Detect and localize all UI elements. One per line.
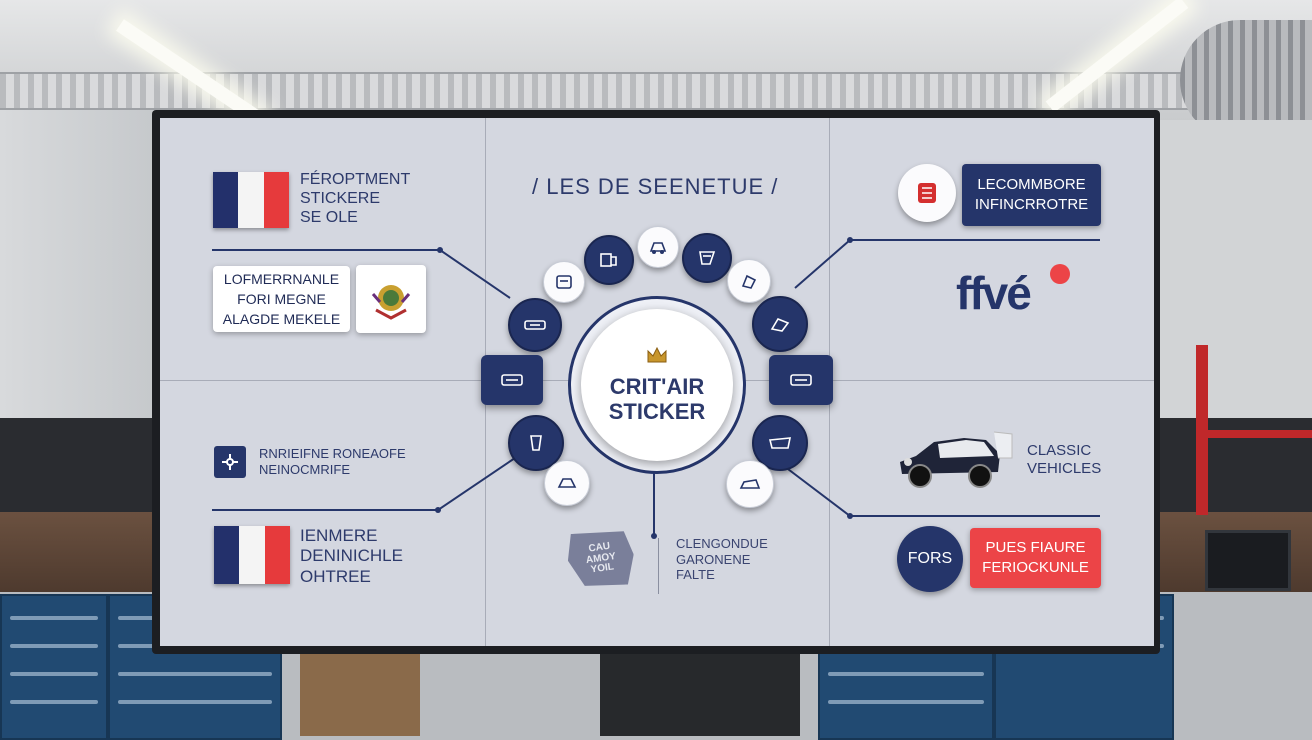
- sticker-square-left[interactable]: [481, 355, 543, 405]
- sticker-node[interactable]: [584, 235, 634, 285]
- bottom-left-text: IENMERE DENINICHLE OHTREE: [300, 526, 403, 586]
- cardboard-box: [300, 650, 420, 736]
- connector-lines: [212, 237, 1100, 539]
- car-icon: [524, 320, 546, 330]
- french-flag: [213, 172, 289, 228]
- car-icon: [557, 478, 577, 488]
- screen-stand: [600, 648, 800, 736]
- sticker-node[interactable]: [508, 415, 564, 471]
- red-shelf: [1206, 430, 1312, 438]
- sticker-square-right[interactable]: [769, 355, 833, 405]
- sticker-node[interactable]: [727, 259, 771, 303]
- center-hub[interactable]: CRIT'AIR STICKER: [568, 296, 746, 474]
- display-screen: FÉROPTMENT STICKERE SE OLE LOFMERRNANLE …: [160, 118, 1154, 646]
- center-title-line1: CRIT'AIR: [609, 373, 705, 399]
- ffve-logo: ffvé: [956, 267, 1032, 319]
- mid-left-text: RNRIEIFNE RONEAOFE NEINOCMRIFE: [259, 446, 406, 477]
- sticker-icon: [556, 275, 572, 289]
- badge-node: [898, 164, 956, 222]
- emblem-icon: [371, 285, 411, 320]
- sticker-icon: [699, 251, 716, 265]
- french-flag: [214, 526, 290, 584]
- classic-car-icon: [900, 431, 1013, 488]
- car-icon: [741, 274, 757, 289]
- tool-cabinet: [0, 594, 108, 740]
- info-button[interactable]: LECOMMBORE INFINCRROTRE: [962, 164, 1101, 226]
- sticker-node[interactable]: [682, 233, 732, 283]
- fors-button[interactable]: FORS: [897, 526, 963, 592]
- bottom-center-text: CLENGONDUE GARONENE FALTE: [676, 536, 768, 583]
- diagram-title: / LES DE SEENETUE /: [532, 174, 779, 199]
- sticker-node[interactable]: [637, 226, 679, 268]
- car-icon: [649, 242, 667, 254]
- red-rack: [1196, 345, 1208, 515]
- car-icon: [790, 374, 812, 386]
- sticker-node[interactable]: [544, 460, 590, 506]
- emblem-card[interactable]: [356, 265, 426, 333]
- sticker-node[interactable]: [726, 460, 774, 508]
- emblem-icon: [918, 183, 936, 203]
- car-icon: [600, 253, 617, 267]
- center-title-line2: STICKER: [608, 399, 706, 424]
- car-icon: [768, 437, 791, 449]
- sticker-node[interactable]: [543, 261, 585, 303]
- info-button-red[interactable]: PUES FIAURE FERIOCKUNLE: [970, 528, 1101, 588]
- car-icon: [739, 479, 761, 489]
- sticker-node[interactable]: [752, 415, 808, 471]
- sticker-node[interactable]: [752, 296, 808, 352]
- workshop-monitor: [1205, 530, 1291, 591]
- sticker-icon: [530, 435, 542, 451]
- crown-icon: [647, 346, 667, 363]
- top-left-text: FÉROPTMENT STICKERE SE OLE: [300, 171, 411, 227]
- car-icon: [770, 318, 790, 332]
- sticker-node[interactable]: [508, 298, 562, 352]
- logo-dot: [1050, 264, 1070, 284]
- info-card[interactable]: LOFMERRNANLE FORI MEGNE ALAGDE MEKELE: [213, 266, 350, 332]
- wall: [1158, 120, 1312, 420]
- classic-vehicles-label: CLASSIC VEHICLES: [1027, 442, 1102, 477]
- wall: [0, 110, 160, 420]
- car-icon: [501, 374, 523, 386]
- compass-icon: [214, 446, 246, 478]
- ventilation-duct: [0, 72, 1190, 110]
